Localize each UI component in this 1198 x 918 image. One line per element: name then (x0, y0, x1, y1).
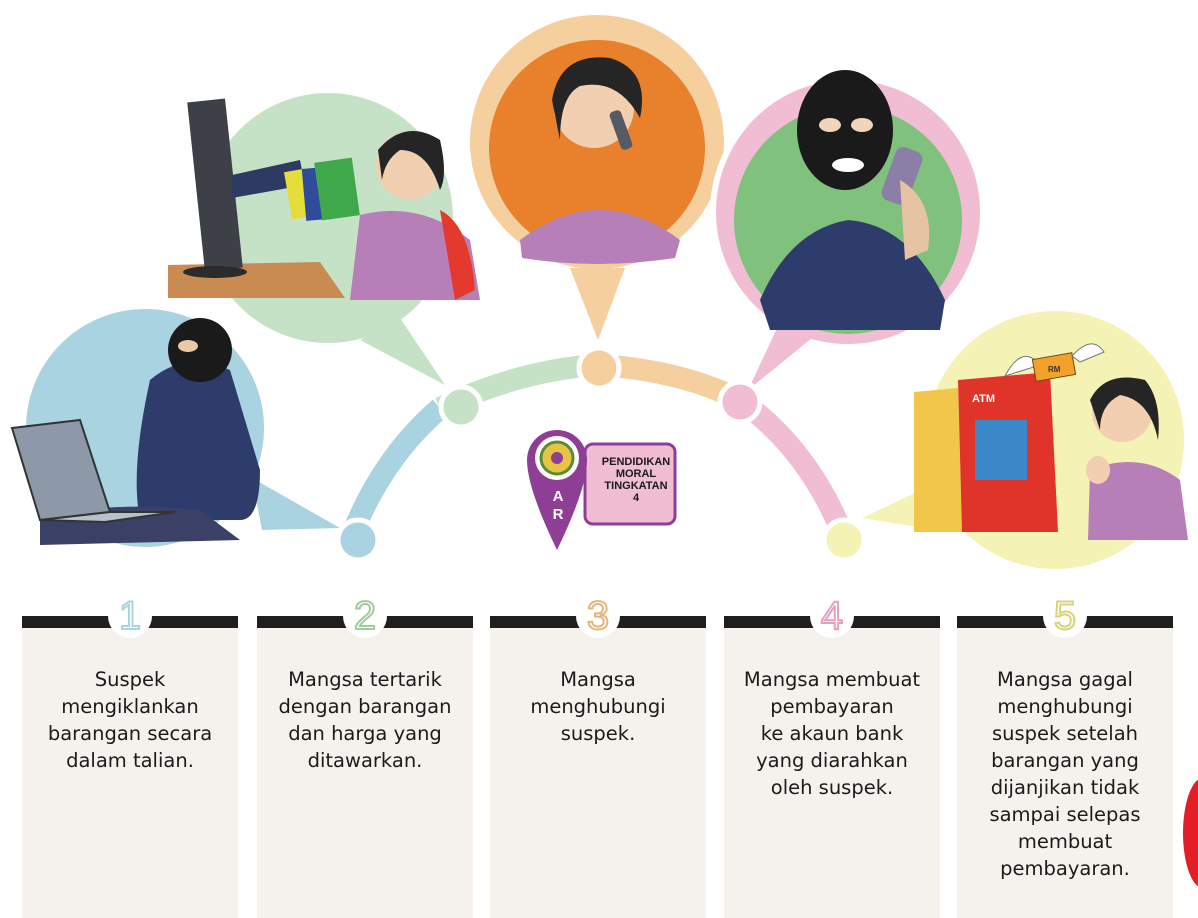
flying-banknote: RM (1003, 343, 1105, 382)
step-line: suspek. (560, 722, 636, 745)
step-line: Mangsa (560, 668, 636, 691)
timeline-nodes (335, 345, 867, 563)
badge-shape (527, 430, 677, 550)
arc-node-3 (576, 345, 622, 391)
badge-line-3: TINGKATAN (604, 480, 668, 492)
badge-letter-a: A (552, 488, 564, 505)
page-edge-tab (1183, 778, 1198, 888)
step-2-description: Mangsa tertarik dengan barangan dan harg… (265, 666, 465, 774)
step-5-number-badge: 5 (1043, 593, 1087, 639)
step-line: Mangsa tertarik (288, 668, 442, 691)
step-3-panel: 3 Mangsa menghubungi suspek. (490, 593, 706, 918)
badge-line-2: MORAL (615, 468, 657, 480)
step-5-description: Mangsa gagal menghubungi suspek setelah … (965, 666, 1165, 882)
step-2-number-badge: 2 (343, 593, 387, 639)
step-line: barangan secara (47, 722, 213, 745)
step-3-number-badge: 3 (576, 593, 620, 639)
step-4-number-badge: 4 (810, 593, 854, 639)
badge-title: PENDIDIKAN MORAL TINGKATAN 4 (597, 456, 675, 504)
bubble-victim-atm: ATM RM (862, 305, 1190, 575)
step-line: menghubungi (530, 695, 666, 718)
step-4-panel: 4 Mangsa membuat pembayaran ke akaun ban… (724, 593, 940, 918)
step-5-panel: 5 Mangsa gagal menghubungi suspek setela… (957, 593, 1173, 918)
arc-node-5 (821, 517, 867, 563)
step-3-description: Mangsa menghubungi suspek. (498, 666, 698, 747)
step-line: pembayaran (770, 695, 894, 718)
step-line: mengiklankan (61, 695, 199, 718)
step-line: suspek setelah (991, 722, 1139, 745)
step-line: Suspek (94, 668, 166, 691)
badge-line-1: PENDIDIKAN (601, 456, 671, 468)
step-1-panel: 1 Suspek mengiklankan barangan secara da… (22, 593, 238, 918)
step-number: 4 (820, 593, 844, 639)
bubble-suspect-laptop (10, 303, 340, 553)
step-line: yang diarahkan (756, 749, 908, 772)
step-line: oleh suspek. (770, 776, 894, 799)
bubble-online-shopping (168, 87, 480, 385)
ar-moral-badge[interactable]: PENDIDIKAN MORAL TINGKATAN 4 A R (527, 428, 677, 558)
step-number: 1 (118, 593, 142, 639)
step-line: Mangsa membuat (743, 668, 921, 691)
step-line: menghubungi (997, 695, 1133, 718)
step-line: Mangsa gagal (997, 668, 1133, 691)
banknote-label: RM (1048, 365, 1061, 374)
bubble-victim-calling (464, 9, 730, 340)
badge-line-4: 4 (632, 492, 640, 504)
step-line: membuat (1017, 830, 1113, 853)
step-line: dengan barangan (278, 695, 452, 718)
arc-node-2 (438, 384, 484, 430)
story-illustration: ATM RM (10, 9, 1190, 575)
badge-letter-r: R (552, 506, 564, 523)
badge-ar-letters: A R (551, 488, 565, 524)
step-line: dijanjikan tidak (990, 776, 1140, 799)
step-line: ditawarkan. (307, 749, 423, 772)
arc-node-1 (335, 517, 381, 563)
step-line: dalam talian. (66, 749, 194, 772)
step-line: dan harga yang (288, 722, 442, 745)
step-line: pembayaran. (1000, 857, 1130, 880)
atm-label: ATM (972, 393, 995, 405)
bubble-suspect-phone (710, 70, 986, 390)
step-line: sampai selepas (989, 803, 1141, 826)
arc-segment-4 (733, 391, 856, 544)
step-1-description: Suspek mengiklankan barangan secara dala… (30, 666, 230, 774)
step-4-description: Mangsa membuat pembayaran ke akaun bank … (732, 666, 932, 801)
step-number: 5 (1053, 593, 1077, 639)
step-number: 3 (586, 593, 610, 639)
step-2-panel: 2 Mangsa tertarik dengan barangan dan ha… (257, 593, 473, 918)
step-line: barangan yang (991, 749, 1139, 772)
step-1-number-badge: 1 (108, 593, 152, 639)
arc-node-4 (717, 379, 763, 425)
step-line: ke akaun bank (760, 722, 904, 745)
step-number: 2 (353, 593, 377, 639)
